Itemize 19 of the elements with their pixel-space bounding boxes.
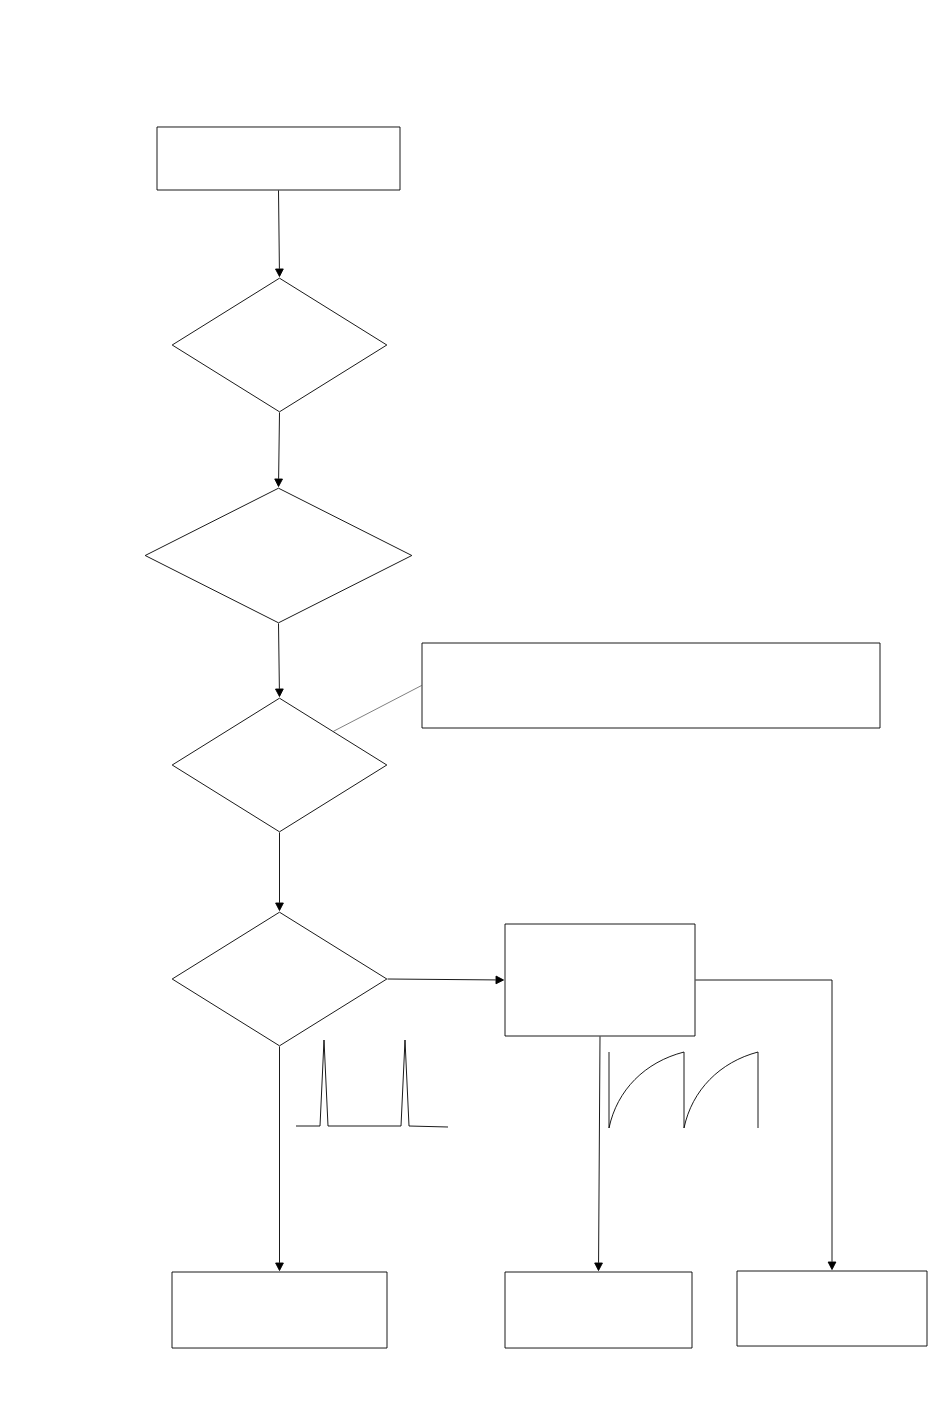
arrow bbox=[275, 190, 284, 277]
arrow bbox=[275, 1046, 284, 1271]
arrow bbox=[274, 412, 283, 487]
arrow bbox=[594, 1036, 603, 1271]
arrow bbox=[387, 975, 504, 985]
process-box bbox=[504, 1271, 693, 1349]
process-box bbox=[736, 1270, 928, 1347]
decision-diamond bbox=[144, 487, 413, 624]
process-box bbox=[504, 923, 696, 1037]
process-box bbox=[171, 1271, 388, 1349]
decision-diamond bbox=[171, 277, 388, 413]
process-box bbox=[156, 126, 401, 191]
arrow bbox=[695, 979, 837, 1270]
decision-diamond bbox=[171, 697, 388, 833]
process-box bbox=[421, 642, 881, 729]
leader-line bbox=[333, 685, 422, 732]
arrow bbox=[275, 832, 284, 911]
arrow bbox=[275, 623, 284, 697]
decision-diamond bbox=[171, 911, 388, 1047]
